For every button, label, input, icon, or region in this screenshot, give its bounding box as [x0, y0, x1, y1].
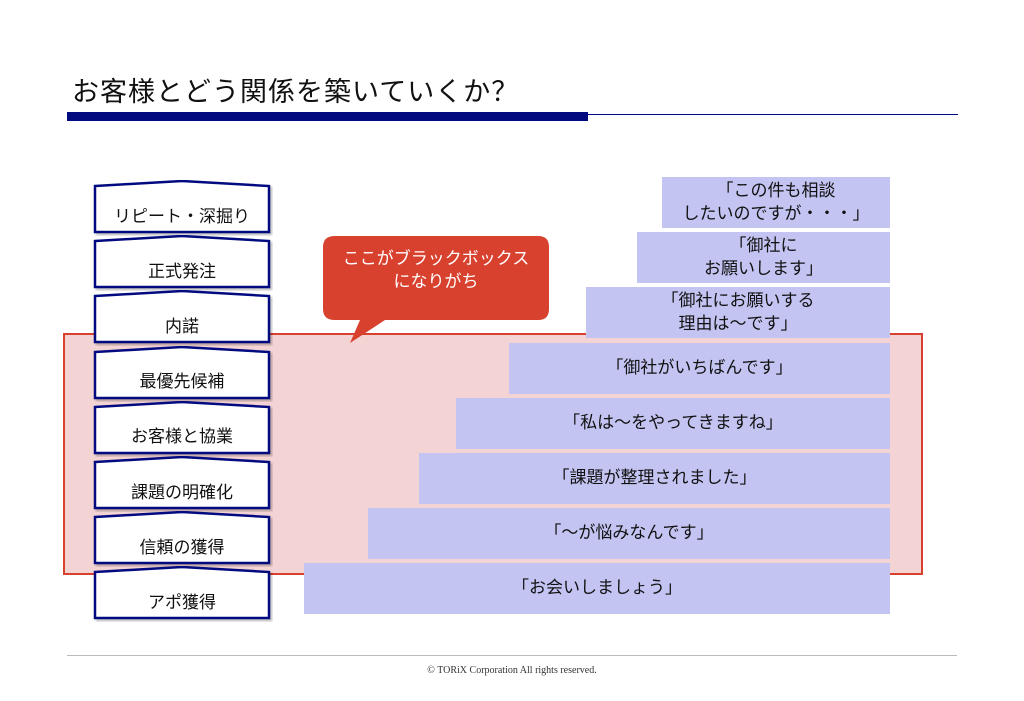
- stage-label: 最優先候補: [139, 372, 225, 393]
- stage-box: 信頼の獲得: [93, 511, 271, 565]
- quote-step: 「～が悩みなんです」: [368, 508, 890, 560]
- quote-step: 「御社にお願いする 理由は～です」: [586, 287, 890, 339]
- title-underline-rule: [588, 114, 958, 115]
- stage-box: 最優先候補: [93, 345, 271, 400]
- stage-box: リピート・深掘り: [93, 180, 271, 234]
- stage-label: リピート・深掘り: [114, 206, 250, 227]
- slide-title: お客様とどう関係を築いていくか？: [72, 77, 520, 108]
- quote-step: 「この件も相談 したいのですが・・・」: [662, 177, 890, 228]
- stage-box: 内諾: [93, 290, 271, 344]
- footer-divider: [67, 655, 957, 656]
- stage-label: 信頼の獲得: [139, 537, 225, 558]
- quote-step: 「課題が整理されました」: [419, 453, 890, 504]
- quote-step: 「御社がいちばんです」: [509, 342, 890, 394]
- quote-step: 「私は～をやってきますね」: [456, 397, 890, 449]
- title-underline-bar: [67, 112, 588, 121]
- stage-label: お客様と協業: [131, 427, 233, 448]
- stage-box: アポ獲得: [93, 566, 271, 620]
- quote-step: 「お会いしましょう」: [304, 563, 890, 615]
- quote-step: 「御社に お願いします」: [637, 232, 890, 284]
- stage-label: アポ獲得: [148, 592, 216, 613]
- callout-text: ここがブラックボックス になりがち: [342, 249, 530, 292]
- stage-box: 課題の明確化: [93, 456, 271, 510]
- stage-box: お客様と協業: [93, 400, 271, 455]
- stage-box: 正式発注: [93, 235, 271, 289]
- stage-label: 内諾: [165, 316, 199, 337]
- stage-label: 正式発注: [148, 261, 216, 282]
- stage-label: 課題の明確化: [131, 482, 233, 503]
- copyright: © TORiX Corporation All rights reserved.: [427, 665, 597, 676]
